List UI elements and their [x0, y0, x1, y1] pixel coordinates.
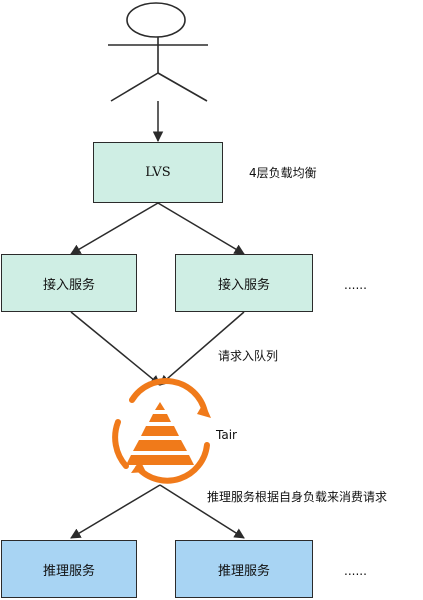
- access-service-box-1: 接入服务: [1, 254, 137, 312]
- lvs-description: 4层负载均衡: [249, 166, 317, 180]
- access-service-box-2: 接入服务: [175, 254, 313, 312]
- user-stick-figure-icon: [108, 2, 208, 102]
- inference-service-box-1: 推理服务: [1, 540, 137, 598]
- arrow-access-2-to-tair: [159, 311, 245, 386]
- inference-service-label: 推理服务: [42, 563, 95, 579]
- access-service-label: 接入服务: [42, 277, 95, 293]
- access-service-label: 接入服务: [217, 277, 270, 293]
- lvs-box: LVS: [93, 142, 223, 203]
- arrow-lvs-to-access-1: [70, 202, 159, 255]
- inference-service-label: 推理服务: [217, 563, 270, 579]
- lvs-label: LVS: [145, 165, 171, 180]
- enqueue-label: 请求入队列: [218, 349, 279, 363]
- connectors: [70, 101, 245, 539]
- arrow-tair-to-infer-2: [159, 484, 245, 539]
- inference-service-box-2: 推理服务: [175, 540, 313, 598]
- arrow-lvs-to-access-2: [157, 202, 245, 255]
- arrow-tair-to-infer-1: [70, 484, 161, 539]
- access-more-ellipsis: ......: [344, 278, 367, 292]
- inference-more-ellipsis: ......: [344, 564, 367, 578]
- tair-label: Tair: [216, 428, 237, 442]
- consume-label: 推理服务根据自身负载来消费请求: [207, 490, 388, 504]
- arrow-access-1-to-tair: [70, 311, 161, 386]
- tair-logo-icon: [112, 378, 211, 484]
